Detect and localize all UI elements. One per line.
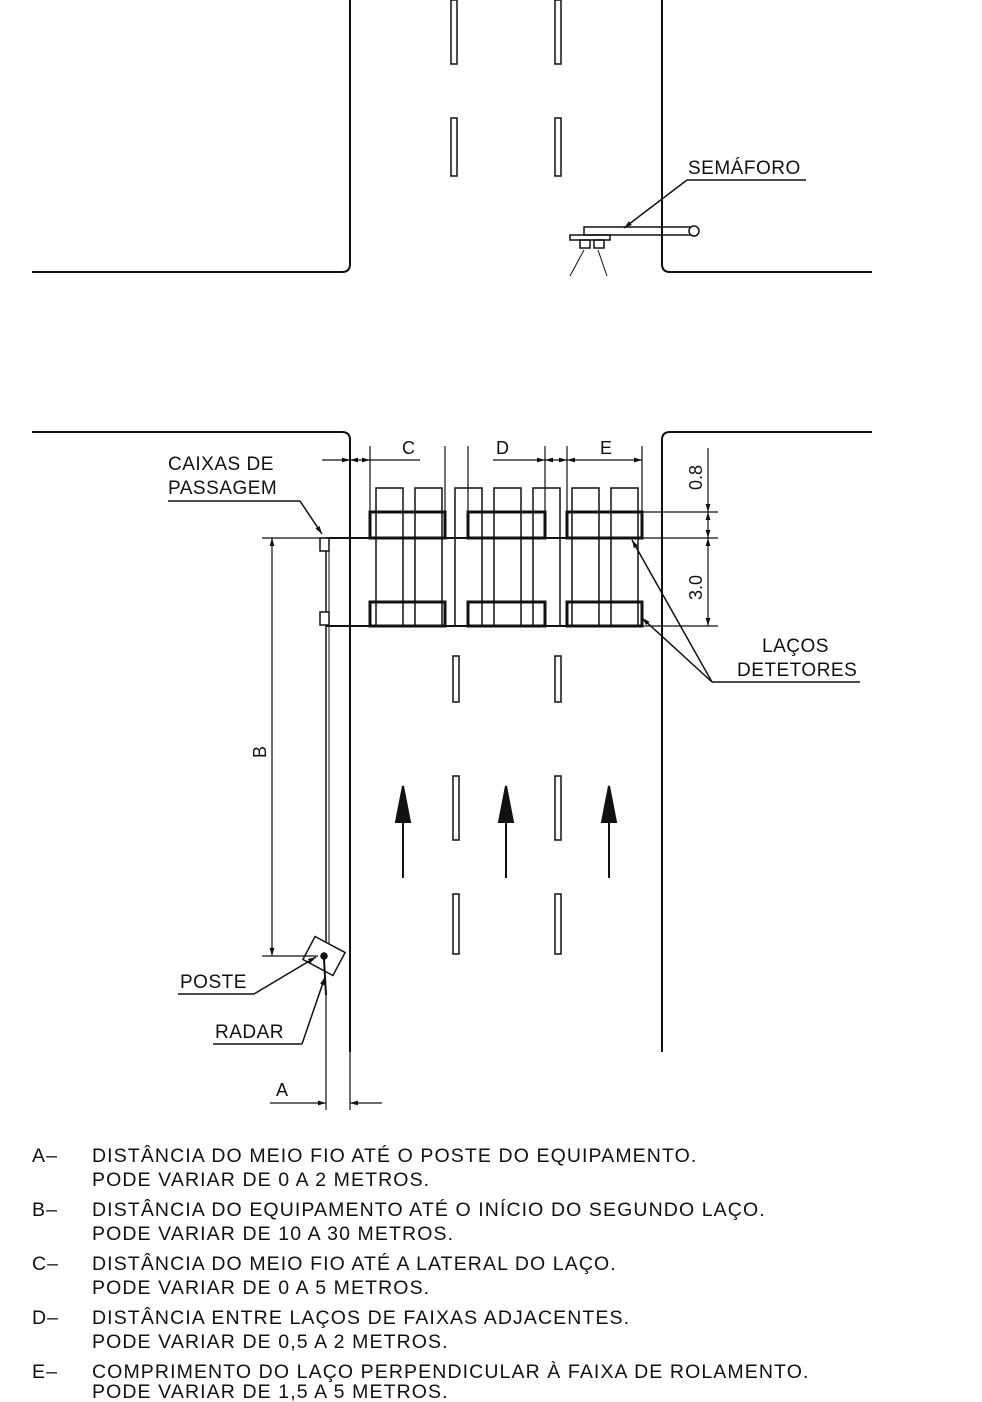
top-intersection xyxy=(32,0,872,273)
poste-callout: POSTE xyxy=(178,956,317,995)
traffic-light-icon xyxy=(569,225,700,277)
legend-line1: DISTÂNCIA DO MEIO FIO ATÉ A LATERAL DO L… xyxy=(92,1252,617,1275)
lacos-callout: LAÇOS DETETORES xyxy=(631,539,860,683)
radar-label: RADAR xyxy=(215,1022,284,1043)
lacos-label-line2: DETETORES xyxy=(737,660,857,681)
loop-bottom-1 xyxy=(368,600,447,628)
top-lane-markings xyxy=(450,0,562,177)
dim-e-label: E xyxy=(600,438,612,458)
caixas-label-line1: CAIXAS DE xyxy=(168,454,274,475)
caixas-callout: CAIXAS DE PASSAGEM xyxy=(168,454,323,535)
bottom-left-curb xyxy=(32,431,351,1052)
legend-line1: DISTÂNCIA DO EQUIPAMENTO ATÉ O INÍCIO DO… xyxy=(92,1198,766,1221)
legend-line2: PODE VARIAR DE 0,5 A 2 METROS. xyxy=(92,1331,449,1353)
pass-through-boxes xyxy=(319,537,330,626)
legend-line2: PODE VARIAR DE 1,5 A 5 METROS. xyxy=(92,1381,449,1402)
legend-key: A– xyxy=(32,1145,58,1167)
top-right-curb xyxy=(661,0,872,273)
legend-item-b: B– DISTÂNCIA DO EQUIPAMENTO ATÉ O INÍCIO… xyxy=(32,1198,766,1245)
semaforo-callout: SEMÁFORO xyxy=(623,158,806,229)
arrow-up-icon xyxy=(394,785,412,878)
legend-item-d: D– DISTÂNCIA ENTRE LAÇOS DE FAIXAS ADJAC… xyxy=(32,1306,630,1353)
radar-pole-icon xyxy=(301,935,347,996)
loop-top-3 xyxy=(565,510,644,540)
legend-line1: COMPRIMENTO DO LAÇO PERPENDICULAR À FAIX… xyxy=(92,1360,810,1383)
feeder-lines xyxy=(325,537,642,950)
caixas-label-line2: PASSAGEM xyxy=(168,478,277,499)
pass-box-lower xyxy=(319,611,330,626)
legend-line1: DISTÂNCIA ENTRE LAÇOS DE FAIXAS ADJACENT… xyxy=(92,1306,630,1329)
pass-box-upper xyxy=(319,537,330,552)
detector-loops xyxy=(368,510,644,628)
dim-d-label: D xyxy=(496,438,509,458)
legend-key: B– xyxy=(32,1199,58,1221)
legend-line2: PODE VARIAR DE 10 A 30 METROS. xyxy=(92,1223,454,1245)
legend-item-c: C– DISTÂNCIA DO MEIO FIO ATÉ A LATERAL D… xyxy=(32,1252,617,1299)
legend-item-a: A– DISTÂNCIA DO MEIO FIO ATÉ O POSTE DO … xyxy=(32,1144,697,1191)
legend-line2: PODE VARIAR DE 0 A 2 METROS. xyxy=(92,1169,430,1191)
radar-callout: RADAR xyxy=(213,976,326,1045)
lane-tiles xyxy=(375,487,639,627)
legend-item-e: E– COMPRIMENTO DO LAÇO PERPENDICULAR À F… xyxy=(32,1360,810,1402)
arrow-up-icon xyxy=(600,785,618,878)
loop-bottom-3 xyxy=(565,600,644,628)
dim-30-label: 3.0 xyxy=(686,575,706,600)
legend-line2: PODE VARIAR DE 0 A 5 METROS. xyxy=(92,1277,430,1299)
legend: A– DISTÂNCIA DO MEIO FIO ATÉ O POSTE DO … xyxy=(32,1144,810,1402)
dim-c-label: C xyxy=(402,438,415,458)
bottom-right-curb xyxy=(661,431,872,1052)
lacos-label-line1: LAÇOS xyxy=(762,636,829,657)
semaforo-label: SEMÁFORO xyxy=(688,158,801,179)
legend-line1: DISTÂNCIA DO MEIO FIO ATÉ O POSTE DO EQU… xyxy=(92,1144,697,1167)
dim-b-label: B xyxy=(250,746,270,758)
bottom-road xyxy=(32,431,872,1052)
arrow-up-icon xyxy=(497,785,515,878)
dim-a-label: A xyxy=(276,1080,288,1100)
traffic-arrows xyxy=(394,785,618,878)
dimension-labels: C D E A B 0.8 3.0 xyxy=(250,438,706,1100)
dimension-lines xyxy=(262,446,718,1110)
poste-label: POSTE xyxy=(180,972,247,993)
legend-key: C– xyxy=(32,1253,59,1275)
dim-08-label: 0.8 xyxy=(686,465,706,490)
top-left-curb xyxy=(32,0,351,273)
legend-key: D– xyxy=(32,1307,59,1329)
legend-key: E– xyxy=(32,1361,58,1383)
loop-top-1 xyxy=(368,510,447,540)
bottom-lane-markings xyxy=(452,655,562,955)
